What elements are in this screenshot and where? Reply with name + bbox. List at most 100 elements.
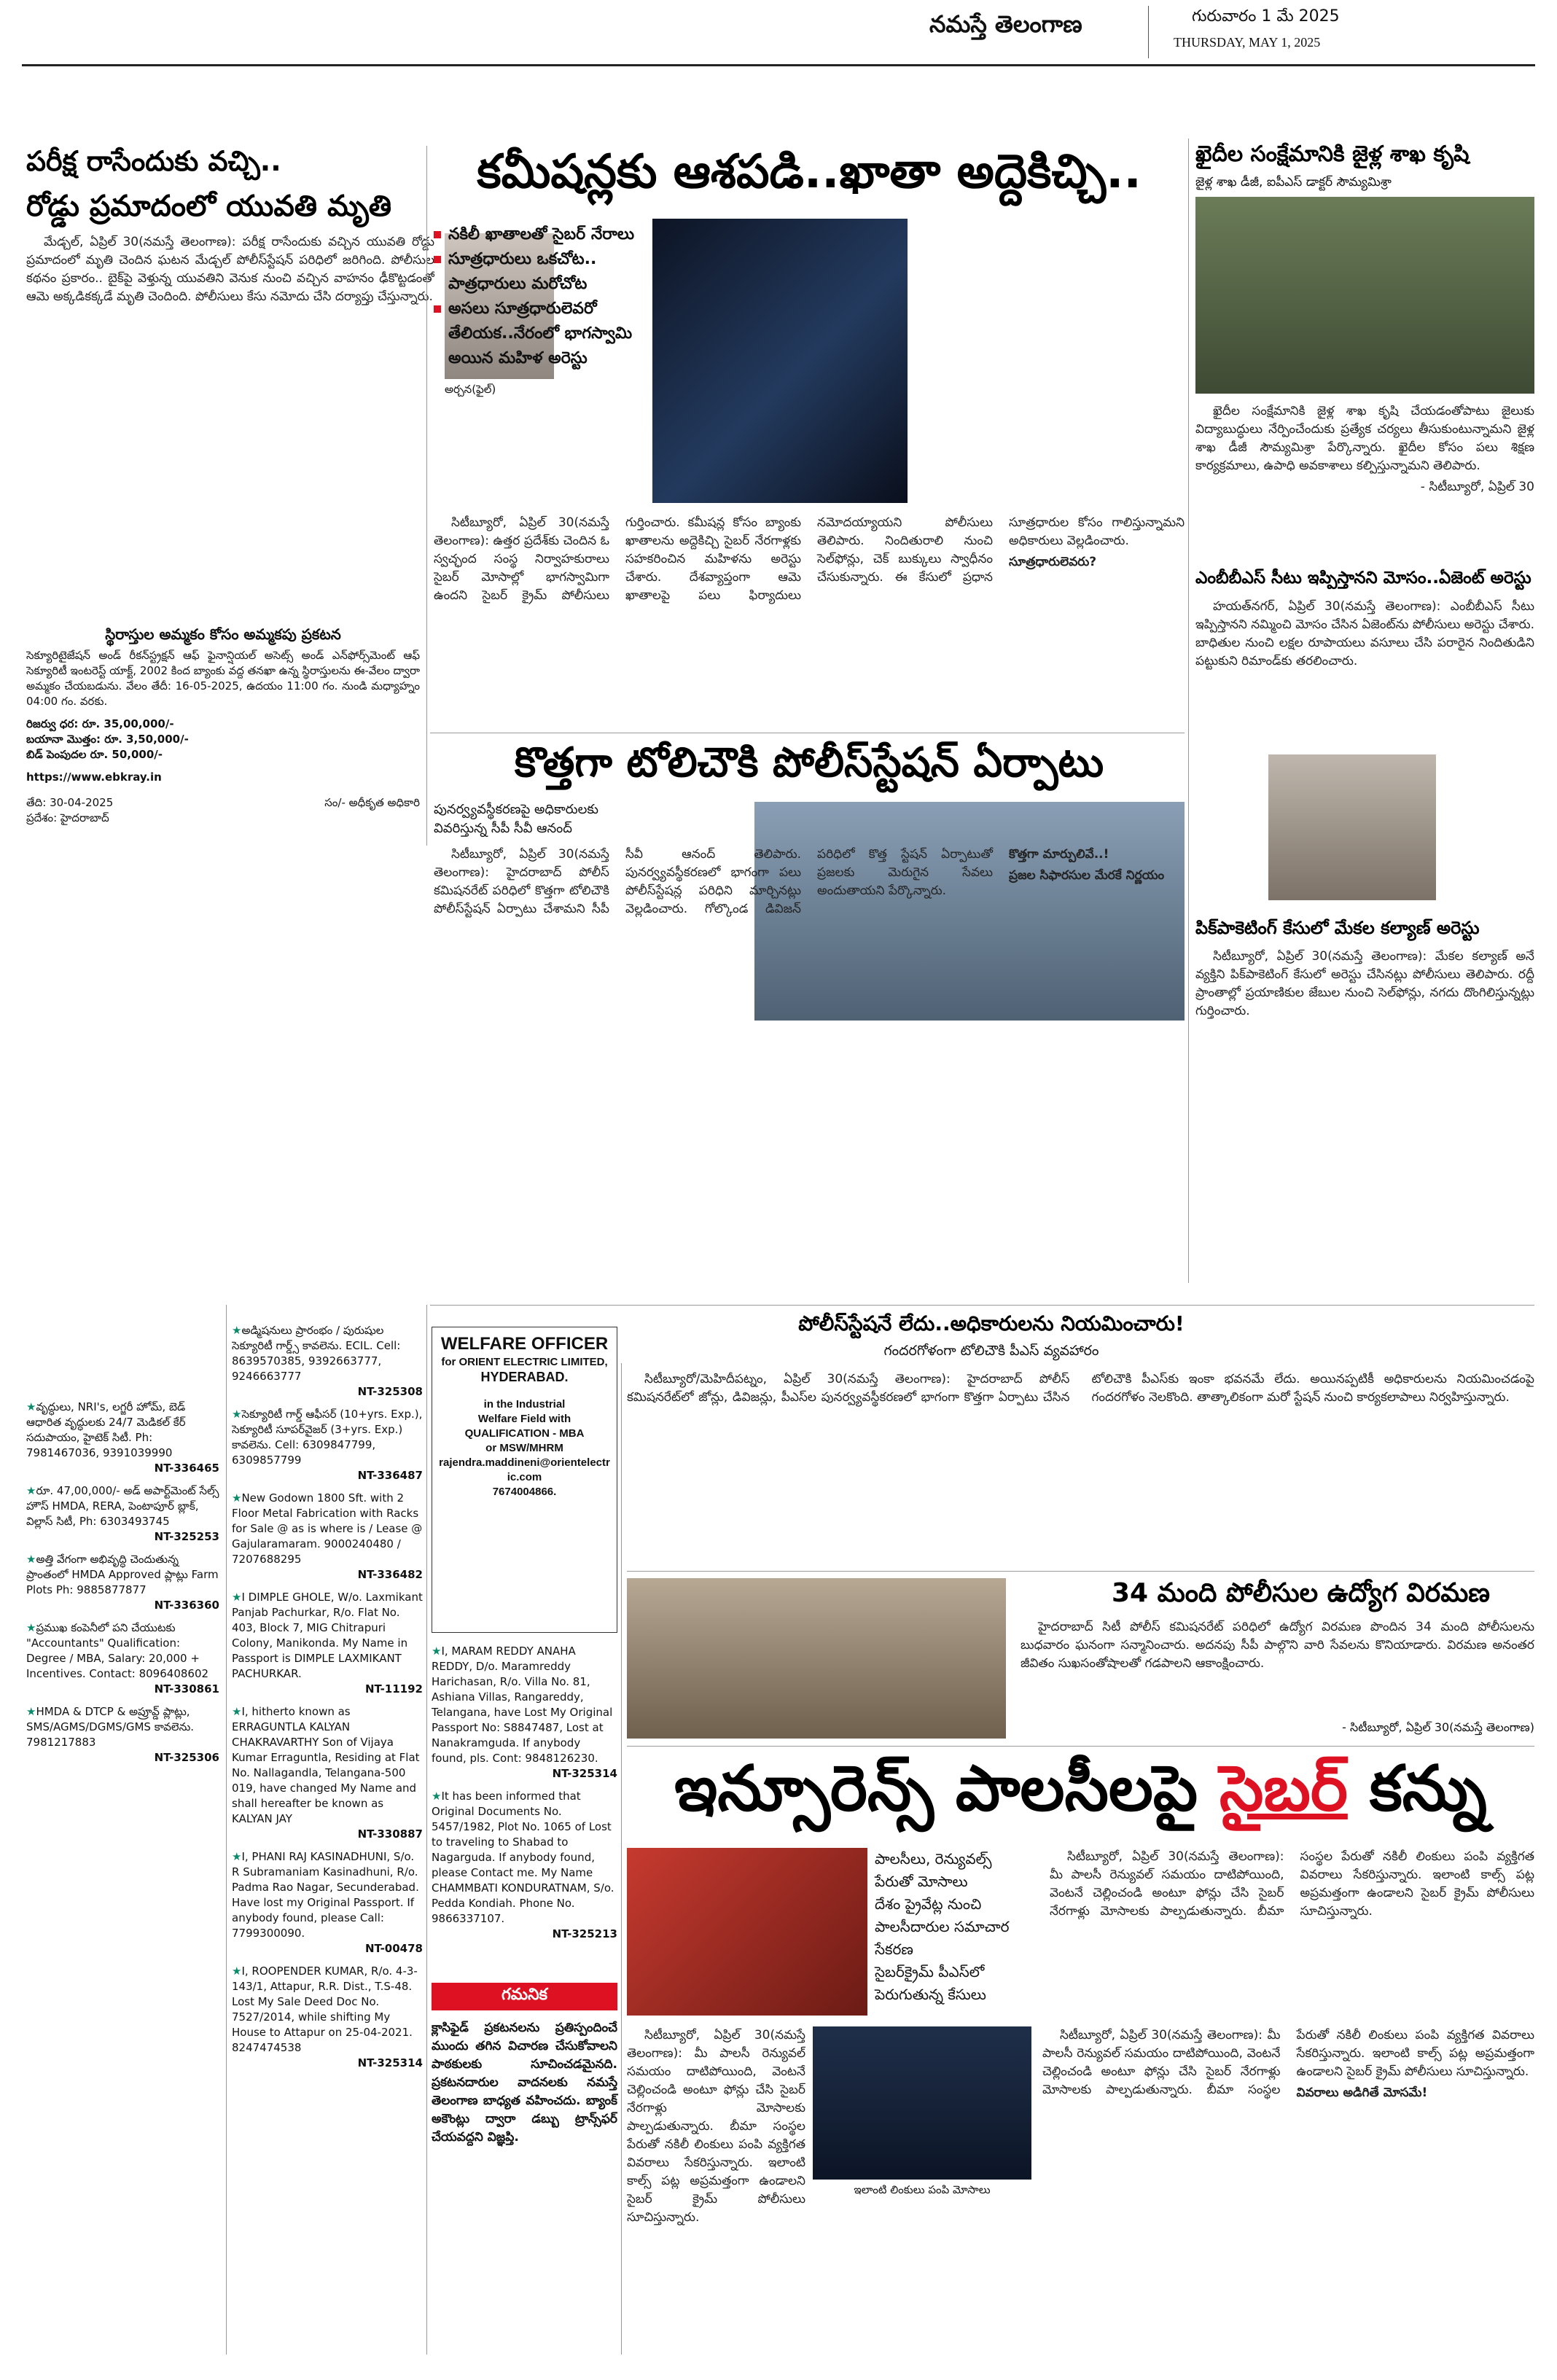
commission-headline: కమీషన్లకు ఆశపడి..ఖాతా అద్దెకిచ్చి.. [477,145,1142,199]
tolichowki-section: ప్రజల సిఫారసుల మేరకే నిర్ణయం [1009,868,1165,883]
mbbs-text: హయత్‌నగర్, ఏప్రిల్ 30(నమస్తే తెలంగాణ): ఎ… [1195,599,1534,668]
road-accident-kicker: పరీక్ష రాసేందుకు వచ్చి.. [26,145,281,177]
commission-body: సిటీబ్యూరో, ఏప్రిల్ 30(నమస్తే తెలంగాణ): … [434,514,1185,729]
commission-bullet: నకిలీ ఖాతాలతో సైబర్ నేరాలు [434,222,638,247]
welfare-ad-subtitle: HYDERABAD. [480,1370,569,1384]
section-rule [430,1305,1534,1306]
insurance-text: సిటీబ్యూరో, ఏప్రిల్ 30(నమస్తే తెలంగాణ): … [1050,1849,1534,1919]
legal-notice-date: తేది: 30-04-2025 [26,796,114,809]
classified-ad: ★I, ROOPENDER KUMAR, R/o. 4-3-143/1, Att… [232,1965,423,2069]
jail-headline: ఖైదీల సంక్షేమానికి జైళ్ల శాఖ కృషి [1195,141,1470,167]
classified-ad: ★సెక్యూరిటీ గార్డ్ ఆఫీసర్ (10+yrs. Exp.)… [232,1408,423,1482]
jail-body: ఖైదీల సంక్షేమానికి జైళ్ల శాఖ కృషి చేయడంత… [1195,402,1534,566]
tolichowki-section-2: కొత్తగా మార్పులివే..! [1009,847,1109,862]
masthead-rule [22,64,1535,66]
retirement-body: హైదరాబాద్ సిటీ పోలీస్ కమిషనరేట్ పరిధిలో … [1021,1618,1534,1713]
insurance-subhead-line: పాలసీలు, రెన్యువల్స్ [875,1850,992,1868]
commission-bullets: నకిలీ ఖాతాలతో సైబర్ నేరాలు సూత్రధారులు ఒ… [434,222,638,371]
legal-notice-body: సెక్యూరిటైజేషన్ అండ్ రీకన్‌స్ట్రక్షన్ ఆఫ… [26,649,420,708]
masthead-paper-name: నమస్తే తెలంగాణ [929,10,1082,38]
police-station-subhead: గందరగోళంగా టోలిచౌకి పీఎస్ వ్యవహారం [883,1343,1099,1359]
commission-bullet: తేలియక..నేరంలో భాగస్వామి [448,324,633,343]
classified-ad: ★New Godown 1800 Sft. with 2 Floor Metal… [232,1491,423,1581]
retirement-photo [627,1578,1006,1739]
legal-notice-line: బిడ్ పెంపుదల రూ. 50,000/- [26,748,163,761]
insurance-subhead-line: పేరుతో మోసాలు [875,1873,968,1890]
masthead-date-english: THURSDAY, MAY 1, 2025 [1174,35,1321,50]
tolichowki-subhead-1: పునర్వ్యవస్థీకరణపై అధికారులకు [434,802,599,817]
classified-ad: ★I, MARAM REDDY ANAHA REDDY, D/o. Maramr… [432,1644,617,1780]
welfare-ad-phone: 7674004866. [492,1486,557,1498]
jail-photo [1195,197,1534,394]
notice-box-title: గమనిక [432,1983,617,2010]
insurance-subhead-line: పెరుగుతున్న కేసులు [875,1986,986,2003]
classified-ad: ★వృద్ధులు, NRI's, లగ్జరీ హోమ్, బెడ్ ఆధార… [26,1400,219,1475]
insurance-photo-2 [813,2026,1031,2180]
welfare-officer-ad: WELFARE OFFICER for ORIENT ELECTRIC LIMI… [432,1327,617,1633]
commission-text: సిటీబ్యూరో, ఏప్రిల్ 30(నమస్తే తెలంగాణ): … [434,515,1185,603]
insurance-headline-part1: ఇన్సూరెన్స్ పాలసీలపై [674,1752,1198,1825]
insurance-text-continued: సిటీబ్యూరో, ఏప్రిల్ 30(నమస్తే తెలంగాణ): … [627,2028,805,2225]
police-station-body: సిటీబ్యూరో/మెహిదీపట్నం, ఏప్రిల్ 30(నమస్త… [627,1370,1534,1567]
police-station-headline: పోలీస్‌స్టేషనే లేదు..అధికారులను నియమించా… [798,1311,1185,1335]
retirement-headline: 34 మంది పోలీసుల ఉద్యోగ విరమణ [1112,1578,1491,1608]
classified-ad: ★ప్రముఖ కంపెనీలో పని చేయుటకు "Accountant… [26,1621,219,1696]
classified-ad: ★HMDA & DTCP & అప్రూవ్డ్ ప్లాట్లు, SMS/A… [26,1705,219,1764]
legal-notice-line: బయానా మొత్తం: రూ. 3,50,000/- [26,733,189,746]
insurance-headline: ఇన్సూరెన్స్ పాలసీలపై సైబర్ కన్ను [627,1753,1534,1825]
mbbs-photo [1268,754,1436,900]
classifieds-column-2: ★అడ్మిషనులు ప్రారంభం / పురుషుల సెక్యూరిట… [232,1323,423,2351]
road-accident-photo-caption: అర్చన(ఫైల్) [445,383,496,396]
legal-notice-signature: సం/- అధీకృత అధికారి [324,796,420,809]
commission-bullet: సూత్రధారులు ఒకచోట.. [434,247,638,272]
mbbs-headline: ఎంబీబీఎస్ సీటు ఇప్పిస్తానని మోసం..ఏజెంట్… [1195,569,1531,588]
section-rule [627,1746,1534,1747]
jail-text: ఖైదీల సంక్షేమానికి జైళ్ల శాఖ కృషి చేయడంత… [1195,404,1534,473]
insurance-subhead-line: సైబర్‌క్రైమ్ పీఎస్‌లో [875,1963,985,1981]
commission-bullet: అయిన మహిళ అరెస్టు [448,349,588,367]
classified-ad: ★It has been informed that Original Docu… [432,1790,617,1940]
pickpocket-headline: పిక్‌పాకెటింగ్ కేసులో మేకల కల్యాణ్ అరెస్… [1195,918,1480,938]
jail-signoff: - సిటీబ్యూరో, ఏప్రిల్ 30 [1420,480,1534,494]
classified-ad: ★I DIMPLE GHOLE, W/o. Laxmikant Panjab P… [232,1591,423,1696]
classified-ad: ★రూ. 47,00,000/- అడ్ అపార్ట్‌మెంట్ సేల్స… [26,1484,219,1543]
masthead-date-telugu: గురువారం 1 మే 2025 [1192,7,1340,26]
insurance-signoff: వివరాలు అడిగితే మోసమే! [1296,2086,1428,2100]
insurance-headline-part2: సైబర్ [1219,1752,1348,1825]
road-accident-text: మేడ్చల్, ఏప్రిల్ 30(నమస్తే తెలంగాణ): పరీ… [26,235,434,304]
column-rule [226,1305,227,2354]
insurance-photo [627,1848,867,2016]
insurance-body-right: సిటీబ్యూరో, ఏప్రిల్ 30(నమస్తే తెలంగాణ): … [1042,2026,1534,2347]
pickpocket-text: సిటీబ్యూరో, ఏప్రిల్ 30(నమస్తే తెలంగాణ): … [1195,949,1534,1018]
legal-notice: స్థిరాస్తుల అమ్మకం కోసం అమ్మకపు ప్రకటన స… [26,627,420,1254]
legal-notice-place: ప్రదేశం: హైదరాబాద్ [26,811,109,824]
column-rule [1188,138,1189,1283]
tolichowki-body: సిటీబ్యూరో, ఏప్రిల్ 30(నమస్తే తెలంగాణ): … [434,846,1185,1298]
welfare-ad-subtitle: for ORIENT ELECTRIC LIMITED, [441,1356,608,1368]
section-rule [627,1571,1534,1572]
tolichowki-headline: కొత్తగా టోలిచౌకి పోలీస్‌స్టేషన్ ఏర్పాటు [514,739,1104,787]
commission-photo [652,219,908,503]
classified-ad: ★అత్తి వేగంగా అభివృద్ధి చెందుతున్న ప్రాం… [26,1553,219,1612]
welfare-ad-body: in the Industrial [483,1398,566,1411]
insurance-subhead-line: పాలసీదారుల సమాచార సేకరణ [875,1918,1010,1958]
welfare-ad-body: or MSW/MHRM [485,1442,563,1454]
column-rule [426,1305,427,2354]
welfare-ad-body: QUALIFICATION - MBA [464,1427,585,1440]
commission-signoff: సూత్రధారులెవరు? [1009,555,1097,569]
commission-bullet: అసలు సూత్రధారులెవరో [434,297,638,321]
legal-notice-website[interactable]: https://www.ebkray.in [26,770,162,784]
road-accident-body: మేడ్చల్, ఏప్రిల్ 30(నమస్తే తెలంగాణ): పరీ… [26,233,434,612]
classifieds-column-3: ★I, MARAM REDDY ANAHA REDDY, D/o. Maramr… [432,1644,617,1972]
welfare-ad-email[interactable]: rajendra.maddineni@orientelectric.com [439,1456,610,1483]
mbbs-body: హయత్‌నగర్, ఏప్రిల్ 30(నమస్తే తెలంగాణ): ఎ… [1195,598,1534,744]
retirement-text: హైదరాబాద్ సిటీ పోలీస్ కమిషనరేట్ పరిధిలో … [1021,1620,1534,1671]
insurance-body-continued: సిటీబ్యూరో, ఏప్రిల్ 30(నమస్తే తెలంగాణ): … [627,2026,805,2347]
tolichowki-photo [754,802,1185,1021]
jail-subhead: జైళ్ల శాఖ డీజీ, ఐపీఎస్ డాక్టర్ సౌమ్యమిశ్… [1195,175,1392,190]
pickpocket-body: సిటీబ్యూరో, ఏప్రిల్ 30(నమస్తే తెలంగాణ): … [1195,948,1534,1254]
classified-ad: ★I, hitherto known as ERRAGUNTLA KALYAN … [232,1705,423,1841]
insurance-body: సిటీబ్యూరో, ఏప్రిల్ 30(నమస్తే తెలంగాణ): … [1050,1848,1534,2016]
road-accident-headline: రోడ్డు ప్రమాదంలో యువతి మృతి [26,190,392,223]
commission-bullet: పాత్రధారులు మరోచోట [448,275,588,293]
